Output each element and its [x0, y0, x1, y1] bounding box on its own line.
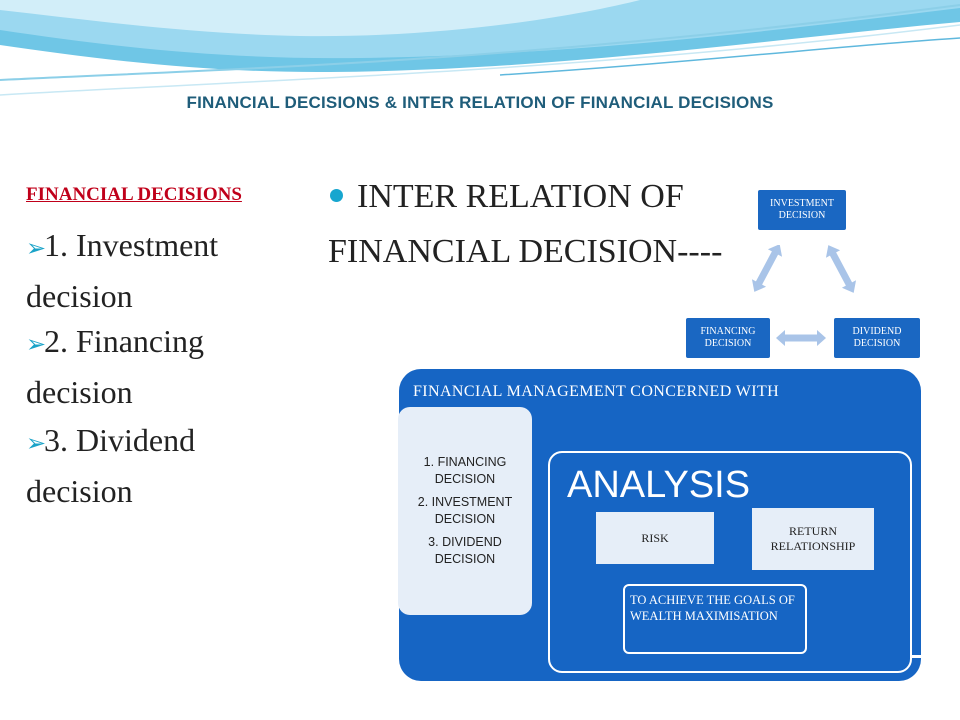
cycle-financing-box: FINANCING DECISION	[686, 318, 770, 358]
wealth-goal-box: TO ACHIEVE THE GOALS OF WEALTH MAXIMISAT…	[623, 584, 807, 654]
cycle-investment-box: INVESTMENT DECISION	[758, 190, 846, 230]
inter-relation-line1: INTER RELATION OF	[330, 178, 684, 216]
financial-decisions-heading: FINANCIAL DECISIONS	[26, 184, 242, 205]
fm-heading: FINANCIAL MANAGEMENT CONCERNED WITH	[413, 383, 780, 400]
decisions-list-box: 1. FINANCING DECISION 2. INVESTMENT DECI…	[398, 407, 532, 615]
page-title: FINANCIAL DECISIONS & INTER RELATION OF …	[186, 93, 774, 112]
list-item: ➢2. Financing decision	[26, 323, 204, 410]
list-item: ➢1. Investment decision	[26, 227, 219, 314]
list-item: 3. DIVIDEND DECISION	[428, 535, 502, 566]
arrow-bullet-icon: ➢	[26, 431, 47, 457]
double-arrow-icon	[776, 330, 826, 346]
arrow-bullet-icon: ➢	[26, 236, 47, 262]
list-item: ➢3. Dividend decision	[26, 422, 196, 509]
inter-relation-line2: FINANCIAL DECISION----	[328, 233, 723, 270]
analysis-box	[548, 451, 912, 673]
risk-tile: RISK	[596, 512, 714, 564]
arrow-bullet-icon: ➢	[26, 332, 47, 358]
analysis-label: ANALYSIS	[567, 464, 751, 506]
cycle-dividend-box: DIVIDEND DECISION	[834, 318, 920, 358]
bullet-dot-icon	[330, 188, 343, 202]
list-item: 2. INVESTMENT DECISION	[417, 495, 513, 526]
header-wave	[0, 0, 960, 96]
double-arrow-icon	[825, 245, 857, 293]
double-arrow-icon	[751, 245, 783, 292]
cycle-arrows	[751, 245, 857, 346]
corner-mark	[911, 648, 926, 658]
list-item: 1. FINANCING DECISION	[423, 455, 507, 486]
return-relationship-tile: RETURN RELATIONSHIP	[752, 508, 874, 570]
